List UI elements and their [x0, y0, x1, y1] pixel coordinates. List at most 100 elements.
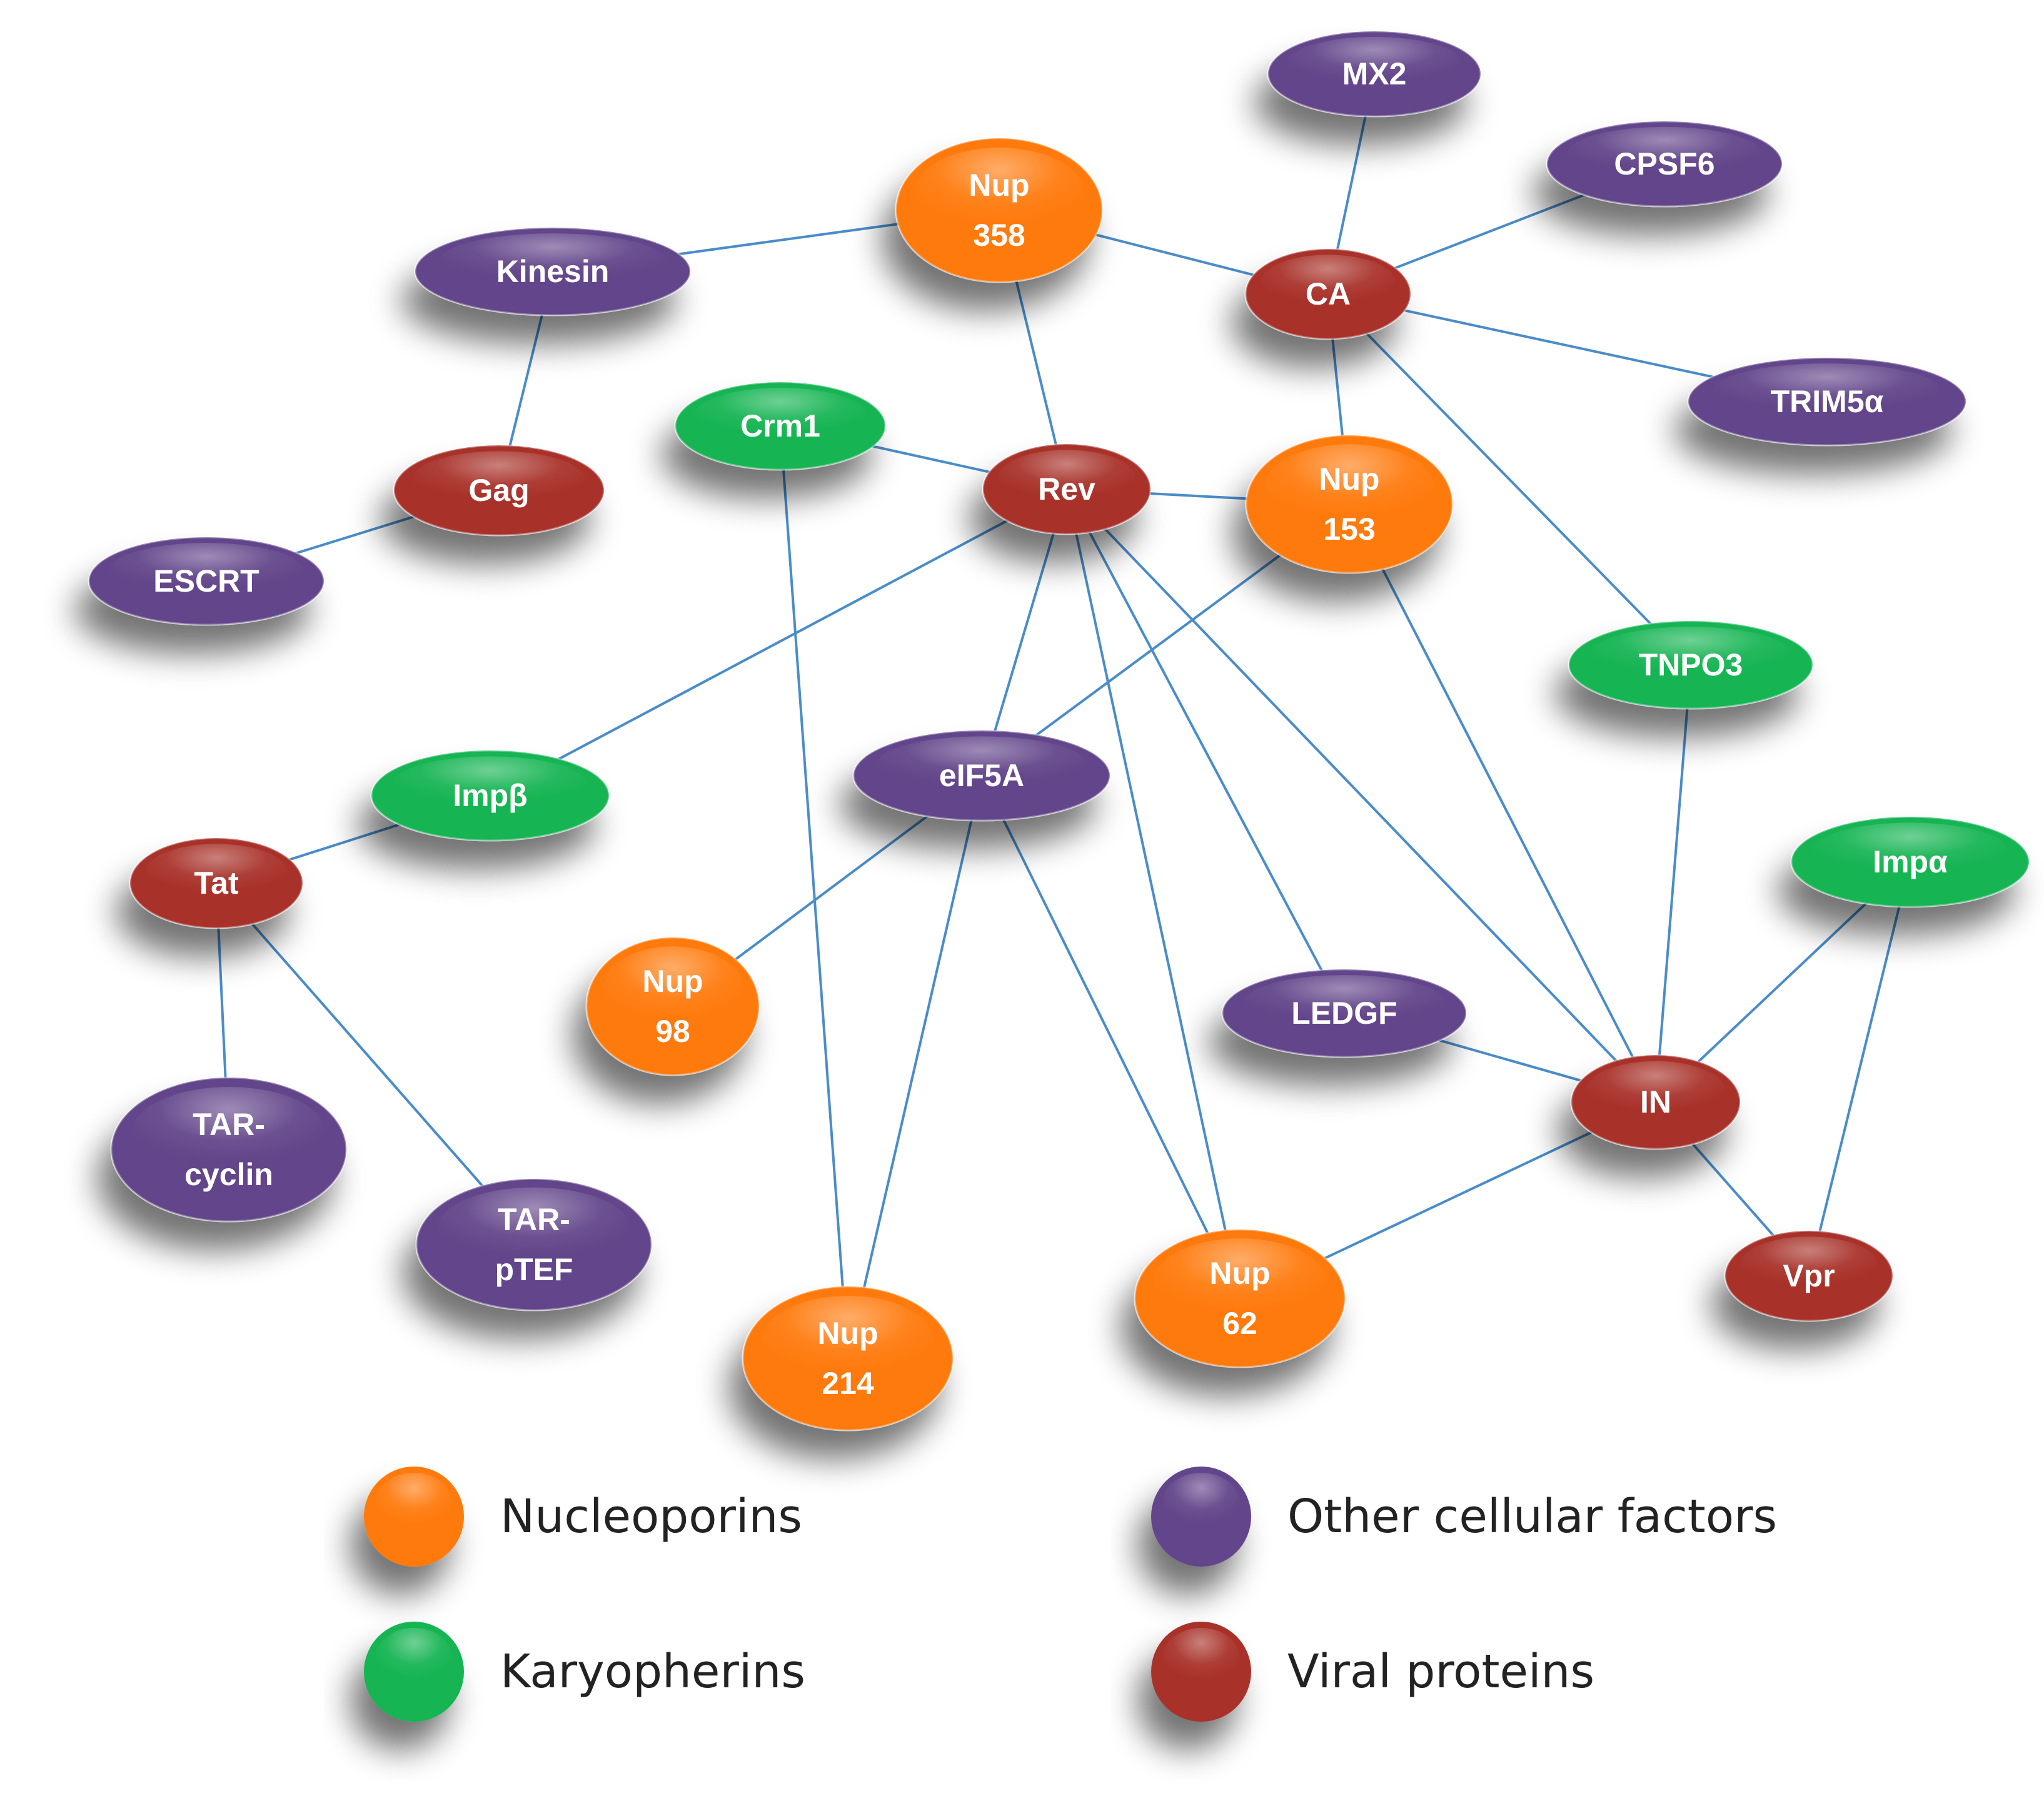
- node-in-label-0: IN: [1640, 1084, 1671, 1119]
- edge-crm1-nup214: [779, 425, 849, 1359]
- node-trim5a-highlight: [1713, 363, 1941, 418]
- node-escrt-label-0: ESCRT: [153, 563, 259, 599]
- node-tat-label-0: Tat: [194, 866, 239, 901]
- node-eif5a-label-0: eIF5A: [939, 758, 1024, 793]
- node-tarcyclin-label-1: cyclin: [184, 1157, 273, 1192]
- node-impa-label-0: Impα: [1873, 844, 1948, 879]
- edge-rev-ledgf: [1065, 488, 1346, 1014]
- node-nup214: Nup 214: [742, 1285, 954, 1432]
- node-tarcyclin: TAR-cyclin: [110, 1076, 348, 1223]
- node-ledgf-label-0: LEDGF: [1291, 996, 1397, 1031]
- node-gag-highlight: [413, 451, 585, 507]
- node-eif5a-highlight: [876, 736, 1087, 792]
- node-nup153-highlight: [1264, 444, 1434, 530]
- node-kinesin: Kinesin: [414, 226, 692, 316]
- node-ca-highlight: [1260, 255, 1396, 311]
- node-nup62-label-1: 62: [1222, 1306, 1257, 1341]
- node-nup62-highlight: [1154, 1238, 1326, 1324]
- node-nup153: Nup 153: [1245, 434, 1454, 574]
- node-in-highlight: [1586, 1061, 1725, 1119]
- node-nup214-highlight: [762, 1295, 934, 1385]
- node-impb-label-0: Impβ: [453, 778, 527, 813]
- edge-eif5a-nup214: [847, 775, 983, 1359]
- node-cpsf6-label-0: CPSF6: [1614, 146, 1714, 181]
- node-crm1-highlight: [694, 388, 867, 442]
- node-cpsf6: CPSF6: [1546, 120, 1783, 208]
- node-nup214-label-0: Nup: [817, 1316, 878, 1351]
- edge-rev-eif5a: [980, 488, 1068, 776]
- node-ledgf-highlight: [1244, 975, 1444, 1029]
- edge-nup153-in: [1348, 503, 1657, 1103]
- node-rev-label-0: Rev: [1038, 472, 1095, 507]
- node-cpsf6-highlight: [1568, 126, 1761, 180]
- node-in: IN: [1570, 1054, 1741, 1150]
- legend-swatch-highlight-viral: [1162, 1628, 1240, 1688]
- node-crm1: Crm1: [674, 381, 887, 471]
- node-nup358-label-0: Nup: [969, 168, 1029, 203]
- edge-tat-tarptef: [215, 882, 535, 1246]
- legend: Nucleoporins Other cellular factorsKaryop…: [364, 1467, 1777, 1722]
- node-nup358: Nup 358: [895, 137, 1104, 283]
- node-gag-label-0: Gag: [468, 473, 529, 508]
- node-ca: CA: [1244, 248, 1412, 340]
- node-tat: Tat: [129, 837, 304, 929]
- legend-label-karyopherin: Karyopherins: [500, 1645, 805, 1699]
- node-mx2-label-0: MX2: [1342, 56, 1407, 91]
- node-ca-label-0: CA: [1306, 276, 1351, 311]
- legend-item-viral: Viral proteins: [1151, 1622, 1594, 1722]
- node-trim5a: TRIM5α: [1687, 356, 1967, 447]
- legend-label-nucleoporin: Nucleoporins: [500, 1490, 802, 1543]
- node-trim5a-label-0: TRIM5α: [1771, 384, 1884, 419]
- node-nup62-label-0: Nup: [1209, 1256, 1270, 1291]
- node-tarptef-label-0: TAR-: [498, 1202, 570, 1237]
- legend-item-karyopherin: Karyopherins: [364, 1622, 805, 1722]
- node-tnpo3-label-0: TNPO3: [1639, 647, 1743, 682]
- node-vpr-highlight: [1740, 1236, 1878, 1293]
- node-nup358-label-1: 358: [973, 218, 1025, 253]
- edge-impa-vpr: [1808, 861, 1911, 1276]
- node-impa-highlight: [1813, 822, 2008, 879]
- node-tarcyclin-highlight: [132, 1086, 326, 1176]
- legend-item-cellular: Other cellular factors: [1151, 1467, 1777, 1567]
- node-escrt: ESCRT: [88, 536, 325, 626]
- node-mx2: MX2: [1267, 30, 1482, 118]
- legend-item-nucleoporin: Nucleoporins: [364, 1467, 802, 1567]
- node-impa: Impα: [1790, 816, 2030, 908]
- node-tarptef-highlight: [437, 1187, 631, 1269]
- node-vpr: Vpr: [1724, 1230, 1894, 1322]
- node-ledgf: LEDGF: [1221, 968, 1468, 1058]
- node-rev-highlight: [998, 450, 1135, 506]
- node-vpr-label-0: Vpr: [1783, 1258, 1835, 1293]
- edge-rev-impb: [490, 488, 1067, 797]
- node-kinesin-label-0: Kinesin: [496, 254, 610, 289]
- legend-swatch-highlight-karyopherin: [375, 1628, 453, 1688]
- edge-eif5a-nup62: [980, 775, 1241, 1299]
- node-impb: Impβ: [370, 749, 610, 842]
- edge-ca-tnpo3: [1327, 293, 1692, 666]
- node-tat-highlight: [145, 844, 288, 900]
- edge-tnpo3-in: [1654, 664, 1692, 1103]
- legend-label-viral: Viral proteins: [1287, 1645, 1594, 1699]
- node-tarcyclin-label-0: TAR-: [193, 1107, 265, 1142]
- node-nup214-label-1: 214: [822, 1366, 874, 1401]
- node-nup358-highlight: [914, 147, 1084, 237]
- node-kinesin-highlight: [440, 233, 666, 288]
- legend-swatch-highlight-cellular: [1162, 1473, 1240, 1533]
- node-nup98-label-1: 98: [655, 1014, 690, 1049]
- node-crm1-label-0: Crm1: [740, 408, 820, 443]
- node-nup153-label-1: 153: [1323, 512, 1375, 547]
- legend-swatch-highlight-nucleoporin: [375, 1473, 453, 1533]
- node-impb-highlight: [393, 756, 588, 812]
- node-nup98-highlight: [602, 946, 744, 1032]
- node-nup62: Nup 62: [1134, 1228, 1346, 1368]
- node-rev: Rev: [982, 443, 1152, 535]
- node-nup153-label-0: Nup: [1319, 462, 1379, 497]
- node-tnpo3: TNPO3: [1568, 620, 1814, 710]
- node-tarptef-label-1: pTEF: [495, 1252, 573, 1287]
- node-eif5a: eIF5A: [852, 729, 1111, 822]
- node-escrt-highlight: [109, 543, 303, 597]
- node-tarptef: TAR-pTEF: [415, 1178, 653, 1311]
- edge-rev-nup62: [1065, 488, 1241, 1299]
